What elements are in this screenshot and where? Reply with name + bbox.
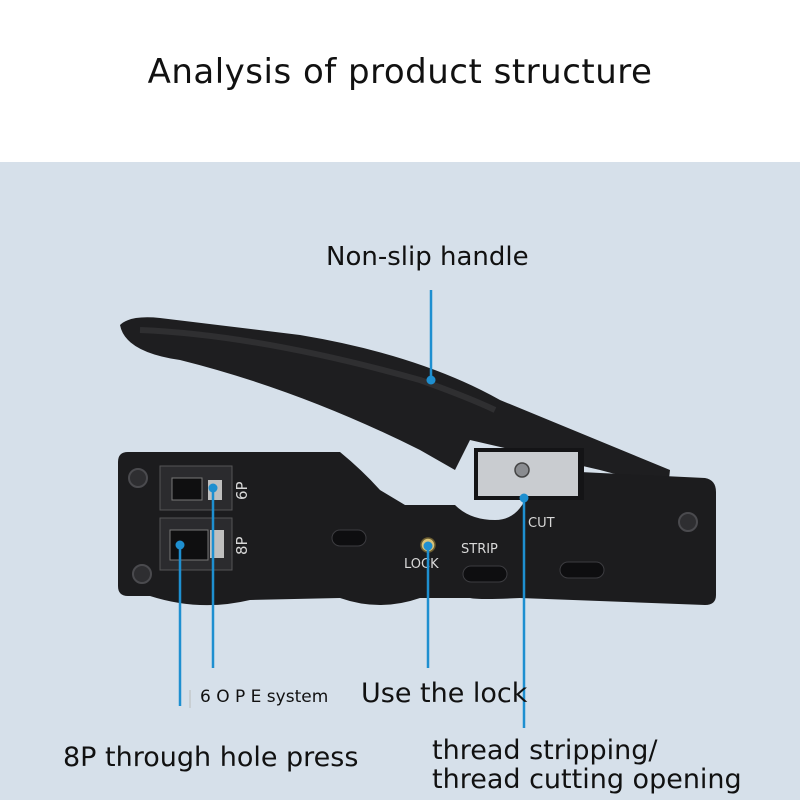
page-title: Analysis of product structure bbox=[147, 52, 653, 92]
non-slip-handle bbox=[120, 317, 670, 488]
blade-screw bbox=[514, 462, 530, 478]
strip-slot bbox=[462, 565, 508, 583]
callout-ope-system: 6 O P E system bbox=[200, 687, 329, 707]
callout-non-slip-handle: Non-slip handle bbox=[326, 242, 529, 272]
callout-8p-press: 8P through hole press bbox=[63, 742, 359, 773]
body-screw-right bbox=[678, 512, 698, 532]
marking-cut: CUT bbox=[528, 516, 555, 531]
body-screw-top-left bbox=[128, 468, 148, 488]
die-6p-slot bbox=[171, 477, 203, 501]
cut-slot bbox=[559, 561, 605, 579]
marking-6p: 6P bbox=[233, 481, 251, 500]
handle-grip-sheen bbox=[139, 327, 497, 413]
leader-dot-ope bbox=[208, 483, 218, 493]
leader-dot-handle bbox=[426, 375, 436, 385]
marking-strip: STRIP bbox=[461, 542, 498, 557]
leader-dot-strip bbox=[519, 493, 529, 503]
callout-strip-cut: thread stripping/ thread cutting opening bbox=[432, 736, 742, 794]
marking-8p: 8P bbox=[233, 536, 251, 555]
body-slot-left bbox=[331, 529, 367, 547]
leader-dot-press bbox=[175, 540, 185, 550]
callout-use-lock: Use the lock bbox=[361, 678, 528, 709]
callout-strip-line2: thread cutting opening bbox=[432, 764, 742, 795]
marking-lock: LOCK bbox=[404, 557, 439, 572]
body-screw-bottom-left bbox=[132, 564, 152, 584]
callout-strip-line1: thread stripping/ bbox=[432, 735, 658, 766]
header-band bbox=[0, 0, 800, 162]
leader-dot-lock bbox=[423, 541, 433, 551]
